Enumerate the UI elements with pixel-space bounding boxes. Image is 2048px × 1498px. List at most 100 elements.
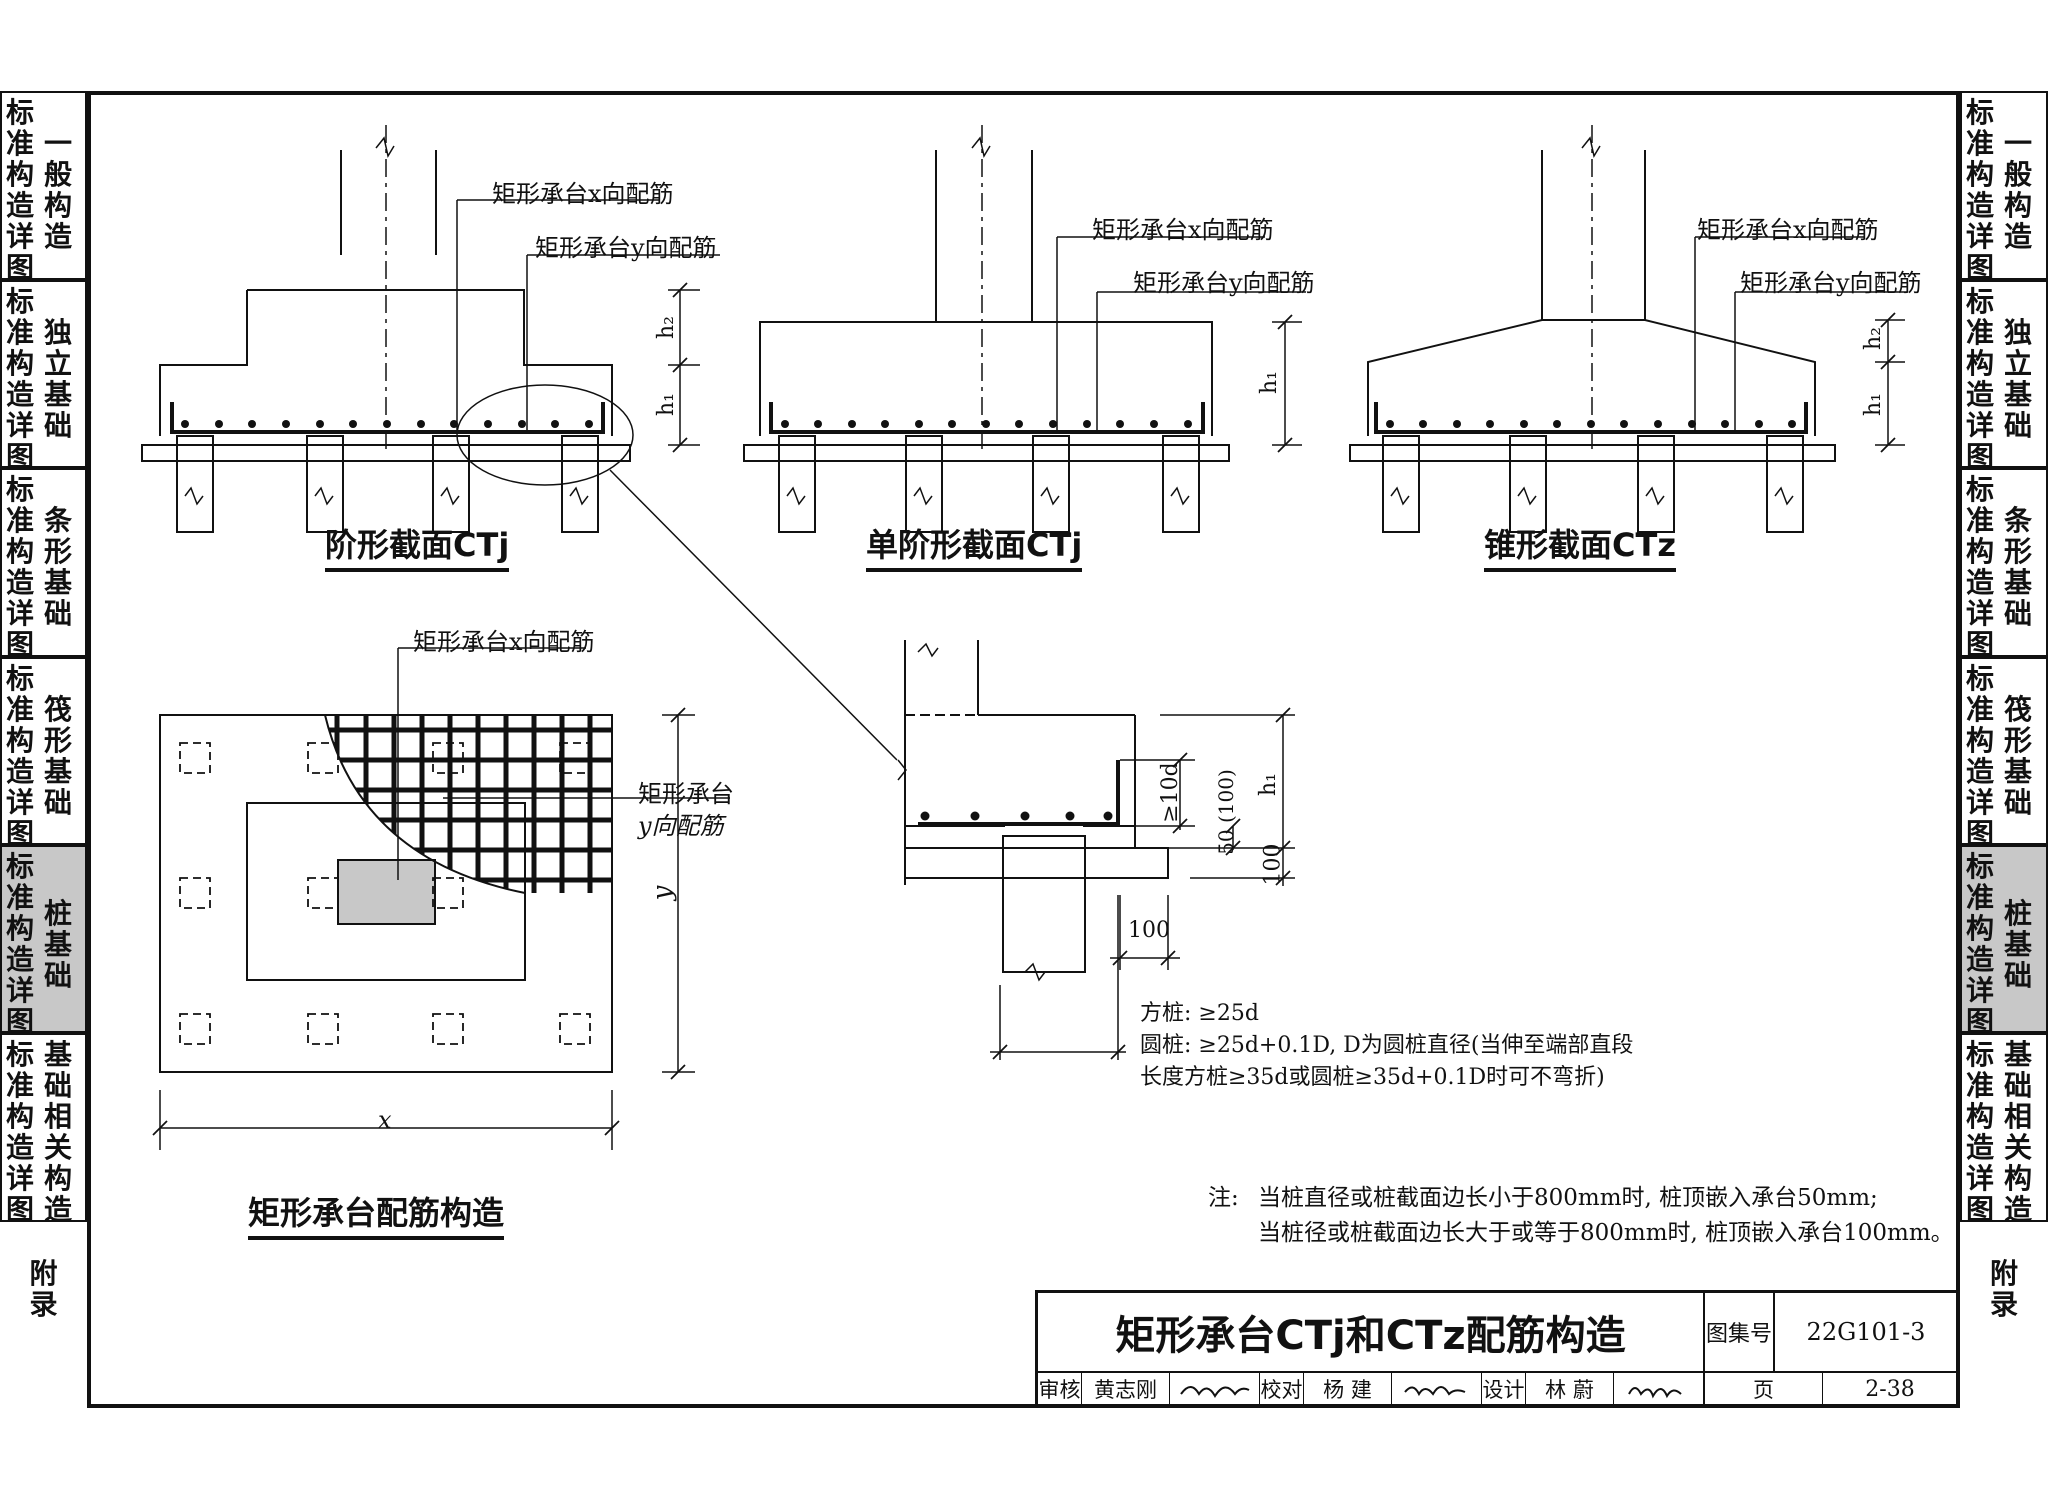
left-tab-1-char: 造 [6, 378, 35, 411]
left-tab-5-char: 造 [6, 1131, 35, 1164]
right-tab-4[interactable]: 标准构造详图桩基础 [1960, 845, 2048, 1037]
left-tab-5[interactable]: 标准构造详图基础相关构造 [0, 1033, 87, 1225]
left-tab-5-char: 关 [44, 1131, 73, 1164]
right-tab-2-char: 标 [1966, 473, 1995, 506]
right-tab-0[interactable]: 标准构造详图一般构造 [1960, 91, 2048, 283]
left-tab-3[interactable]: 标准构造详图筏形基础 [0, 657, 87, 849]
check-label: 校对 [1260, 1373, 1304, 1405]
right-tab-3-char: 标 [1966, 662, 1995, 695]
reviewer-signature [1170, 1373, 1260, 1405]
single-step-rebar-dots [781, 420, 1192, 428]
left-tab-2-char: 造 [6, 566, 35, 599]
left-tab-0[interactable]: 标准构造详图一般构造 [0, 91, 87, 283]
cone-h2-label: h₂ [1861, 327, 1886, 350]
cone-h1-label: h₁ [1861, 393, 1886, 416]
right-tab-3-char: 造 [1966, 755, 1995, 788]
right-tab-4-char: 桩 [2004, 896, 2033, 930]
cone-y-rebar-label: 矩形承台y向配筋 [1740, 269, 1922, 297]
left-tab-1-char: 基 [44, 378, 73, 411]
left-tab-0-char: 详 [6, 220, 35, 253]
right-tab-4-char: 造 [1966, 943, 1995, 976]
note-line-2: 当桩径或桩截面边长大于或等于800mm时, 桩顶嵌入承台100mm。 [1258, 1220, 1954, 1246]
right-tab-3-char: 础 [2004, 786, 2033, 819]
single-step-section-caption: 单阶形截面CTj [866, 520, 1083, 572]
left-tab-2-char: 础 [44, 597, 73, 630]
left-tab-1-char: 构 [6, 347, 35, 380]
left-tab-2-char: 详 [6, 597, 35, 630]
left-tab-0-char: 图 [6, 251, 35, 284]
left-tab-1-char: 立 [44, 347, 73, 380]
right-tab-1[interactable]: 标准构造详图独立基础 [1960, 280, 2048, 472]
right-tab-5-char: 基 [2004, 1038, 2033, 1071]
right-tab-0-char: 造 [2004, 220, 2033, 253]
right-tab-5[interactable]: 标准构造详图基础相关构造 [1960, 1033, 2048, 1226]
right-tab-3-char: 基 [2004, 755, 2033, 788]
left-tab-0-char: 构 [6, 158, 35, 191]
right-tab-0-char: 造 [1966, 189, 1995, 222]
designer-signature-scribble [1627, 1387, 1682, 1399]
right-tab-0-char: 详 [1966, 220, 1995, 253]
right-tab-5-column-0: 标准构造详图 [1966, 1039, 1994, 1225]
left-tab-2[interactable]: 标准构造详图条形基础 [0, 468, 87, 660]
right-tab-4-char: 基 [2004, 927, 2033, 961]
right-tab-5-char: 造 [2004, 1193, 2033, 1226]
detail-note-line-2: 圆桩: ≥25d+0.1D, D为圆桩直径(当伸至端部直段 [1140, 1033, 1634, 1058]
cone-section-diagram [1349, 125, 1908, 533]
left-tab-2-char: 图 [6, 628, 35, 661]
right-tab-1-char: 标 [1966, 285, 1995, 318]
left-tab-3-column-1: 筏形基础 [44, 694, 72, 818]
right-tab-2[interactable]: 标准构造详图条形基础 [1960, 468, 2048, 660]
right-tab-0-char: 一 [2004, 127, 2033, 160]
title-block: 矩形承台CTj和CTz配筋构造 图集号 22G101-3 审核 黄志刚 校对 杨… [1035, 1290, 1960, 1408]
drawing-title: 矩形承台CTj和CTz配筋构造 [1038, 1293, 1705, 1371]
detail-anchor-label: ≥10d [1157, 762, 1183, 823]
left-tab-1[interactable]: 标准构造详图独立基础 [0, 280, 87, 472]
right-tab-0-column-0: 标准构造详图 [1966, 97, 1994, 283]
left-tab-2-char: 构 [6, 535, 35, 568]
detail-h1-label: h₁ [1256, 773, 1281, 796]
left-tab-3-char: 准 [6, 693, 35, 726]
left-tab-1-column-0: 标准构造详图 [6, 286, 34, 472]
right-tab-5-char: 图 [1966, 1193, 1995, 1226]
detail-note-line-3: 长度方桩≥35d或圆桩≥35d+0.1D时可不弯折) [1140, 1065, 1605, 1090]
left-tab-6[interactable]: 附录 [0, 1222, 87, 1322]
right-tab-3[interactable]: 标准构造详图筏形基础 [1960, 657, 2048, 849]
right-tab-3-column-1: 筏形基础 [2004, 694, 2032, 818]
left-tab-0-column-0: 标准构造详图 [6, 97, 34, 283]
left-tab-3-char: 造 [6, 755, 35, 788]
left-tab-5-column-1: 基础相关构造 [44, 1039, 72, 1225]
left-tab-2-column-0: 标准构造详图 [6, 474, 34, 660]
left-tab-4-char: 础 [44, 958, 73, 992]
left-tab-5-char: 标 [6, 1038, 35, 1071]
checker-signature [1392, 1373, 1482, 1405]
right-tab-2-char: 构 [1966, 535, 1995, 568]
left-tab-4-char: 标 [6, 850, 35, 883]
left-tab-0-char: 造 [6, 189, 35, 222]
left-tab-0-char: 构 [44, 189, 73, 222]
right-tab-4-column-1: 桩基础 [2004, 898, 2032, 991]
left-tab-0-column-1: 一般构造 [44, 128, 72, 252]
single-step-h1-label: h₁ [1257, 371, 1282, 394]
left-tab-2-char: 形 [44, 535, 73, 568]
left-tab-4[interactable]: 标准构造详图桩基础 [0, 845, 87, 1037]
plan-dim-x: x [378, 1106, 392, 1134]
step-h1-label: h₁ [654, 393, 679, 416]
right-tab-3-char: 形 [2004, 724, 2033, 757]
reviewer-name: 黄志刚 [1082, 1373, 1170, 1405]
step-rebar-dots [181, 420, 593, 428]
left-tab-1-column-1: 独立基础 [44, 317, 72, 441]
right-tab-1-char: 础 [2004, 409, 2033, 442]
left-tab-4-char: 准 [6, 881, 35, 914]
right-tab-1-char: 准 [1966, 316, 1995, 349]
designer-name: 林 蔚 [1526, 1373, 1614, 1405]
right-tab-5-char: 标 [1966, 1038, 1995, 1071]
left-tab-2-char: 基 [44, 566, 73, 599]
left-tab-2-char: 准 [6, 504, 35, 537]
right-tab-3-char: 图 [1966, 817, 1995, 850]
right-tab-2-char: 准 [1966, 504, 1995, 537]
drawing-frame [87, 91, 1960, 1408]
left-tab-3-column-0: 标准构造详图 [6, 663, 34, 849]
detail-100-horizontal-label: 100 [1128, 918, 1170, 943]
cone-x-rebar-label: 矩形承台x向配筋 [1697, 216, 1879, 244]
right-tab-6[interactable]: 附录 [1960, 1222, 2048, 1322]
